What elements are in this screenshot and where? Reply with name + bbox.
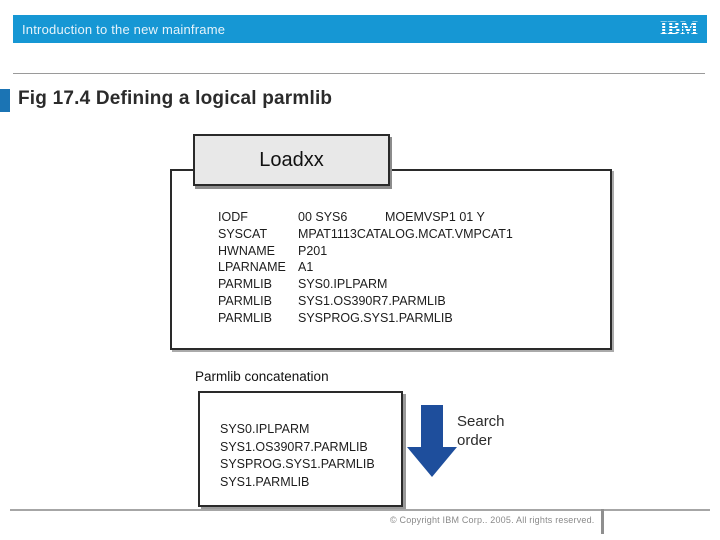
member-keyword: IODF [218, 210, 248, 224]
search-order-label: Search order [457, 413, 505, 449]
member-row: LPARNAME A1 [218, 259, 606, 276]
parmlib-concatenation-box: SYS0.IPLPARM SYS1.OS390R7.PARMLIB SYSPRO… [198, 391, 403, 507]
member-keyword: LPARNAME [218, 260, 286, 275]
title-separator-line [13, 73, 705, 74]
member-keyword: HWNAME [218, 243, 275, 258]
member-value: MPAT1113CATALOG.MCAT.VMPCAT1 [298, 226, 513, 241]
ibm-logo-stripes [654, 20, 700, 39]
member-row: PARMLIB SYSPROG.SYS1.PARMLIB [218, 310, 606, 327]
member-row: SYSCAT MPAT1113CATALOG.MCAT.VMPCAT1 [218, 226, 606, 243]
footer-line [10, 509, 710, 511]
concat-line: SYS0.IPLPARM [220, 422, 310, 436]
concat-line: SYS1.PARMLIB [220, 474, 310, 489]
member-row: HWNAME P201 [218, 243, 606, 260]
member-value: A1 [298, 260, 314, 275]
header-bar: Introduction to the new mainframe IBM [13, 15, 707, 43]
member-value: P201 [298, 243, 328, 258]
member-keyword: SYSCAT [218, 226, 268, 241]
member-value: 00 SYS6 [298, 210, 348, 224]
footer-tick-line [601, 509, 604, 534]
title-accent-bar [0, 89, 10, 112]
parmlib-concatenation-label: Parmlib concatenation [195, 369, 329, 384]
ibm-logo-icon: IBM [654, 19, 700, 39]
member-keyword: PARMLIB [218, 293, 272, 308]
loadxx-member-rows: IODF 00 SYS6 MOEMVSP1 01 Y SYSCAT MPAT11… [218, 209, 606, 327]
member-row: IODF 00 SYS6 MOEMVSP1 01 Y [218, 209, 606, 226]
member-keyword: PARMLIB [218, 310, 272, 325]
member-row: PARMLIB SYS0.IPLPARM [218, 276, 606, 293]
parmlib-concatenation-lines: SYS0.IPLPARM SYS1.OS390R7.PARMLIB SYSPRO… [220, 421, 375, 491]
loadxx-member-box: IODF 00 SYS6 MOEMVSP1 01 Y SYSCAT MPAT11… [170, 169, 612, 350]
member-value2: MOEMVSP1 01 Y [385, 210, 485, 224]
concat-line: SYS1.OS390R7.PARMLIB [220, 439, 368, 454]
footer-copyright: © Copyright IBM Corp.. 2005. All rights … [390, 515, 595, 525]
member-value: SYS1.OS390R7.PARMLIB [298, 293, 446, 308]
member-value: SYS0.IPLPARM [298, 277, 388, 292]
member-row: PARMLIB SYS1.OS390R7.PARMLIB [218, 293, 606, 310]
loadxx-box: Loadxx [193, 134, 390, 186]
down-arrow-icon [407, 405, 457, 477]
header-course-title: Introduction to the new mainframe [22, 21, 226, 37]
member-keyword: PARMLIB [218, 277, 272, 292]
concat-line: SYSPROG.SYS1.PARMLIB [220, 457, 375, 471]
member-value: SYSPROG.SYS1.PARMLIB [298, 310, 453, 325]
page-title: Fig 17.4 Defining a logical parmlib [18, 88, 333, 109]
loadxx-label: Loadxx [259, 148, 324, 171]
